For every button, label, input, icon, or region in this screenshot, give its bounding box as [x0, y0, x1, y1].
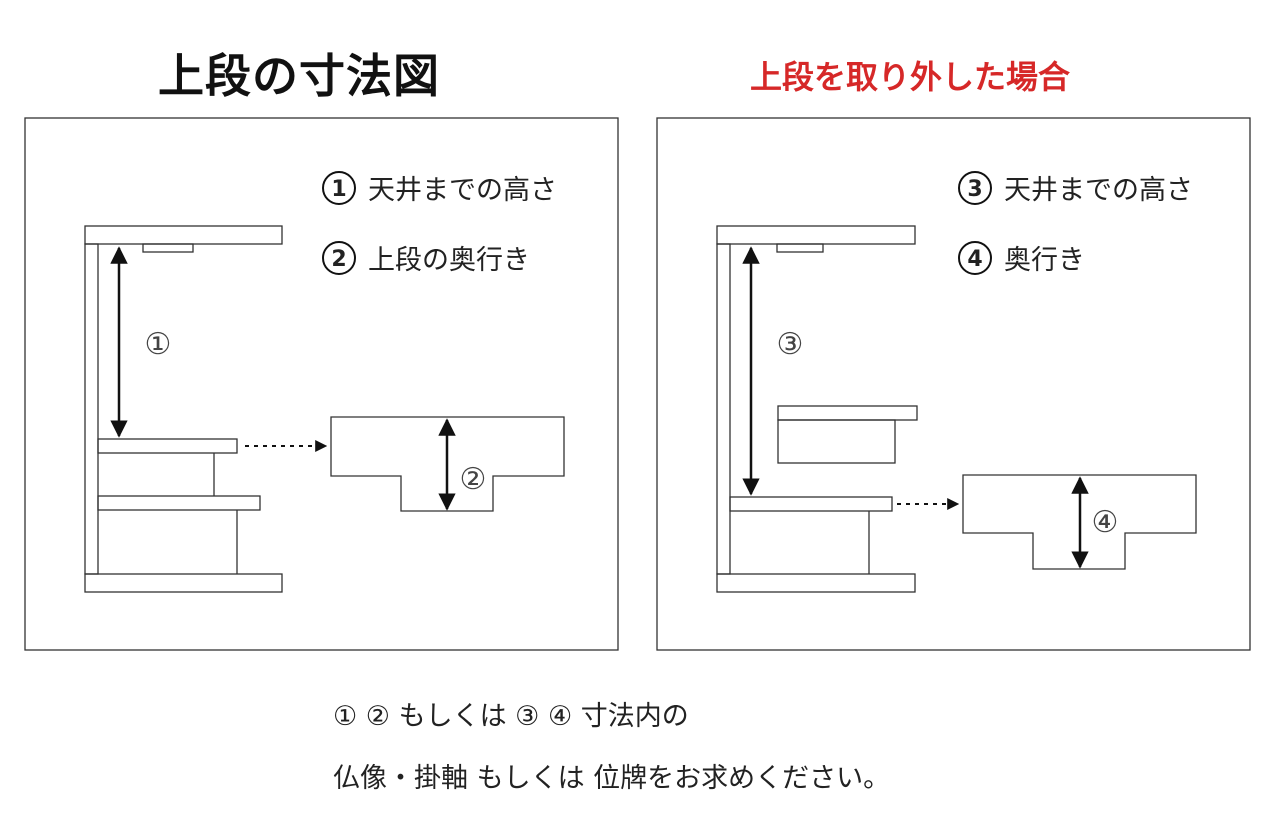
left-depth-marker: ②: [460, 462, 487, 497]
left-legend-number: 1: [322, 170, 356, 205]
right-bottom-base: [716, 573, 916, 593]
left-middle-step: [97, 495, 261, 511]
right-panel-frame: [656, 117, 1251, 651]
right-top-shelf: [716, 225, 916, 245]
left-ceiling-light: [142, 243, 194, 253]
left-legend-item-1: 1 天井までの高さ: [322, 168, 557, 207]
right-middle-step: [729, 496, 893, 512]
left-legend-item-2: 2 上段の奥行き: [322, 238, 530, 277]
right-legend-number: 3: [958, 170, 992, 205]
right-panel-title: 上段を取り外した場合: [750, 58, 1071, 96]
right-height-marker: ③: [777, 327, 804, 362]
left-height-marker: ①: [145, 327, 172, 362]
right-legend-number: 4: [958, 240, 992, 275]
right-side-wall: [716, 243, 731, 575]
left-bottom-base: [84, 573, 283, 593]
left-legend-text: 天井までの高さ: [368, 175, 557, 206]
right-legend-item-4: 4 奥行き: [958, 238, 1085, 277]
right-legend-text: 天井までの高さ: [1004, 175, 1193, 206]
right-depth-marker: ④: [1092, 505, 1119, 540]
right-legend-item-3: 3 天井までの高さ: [958, 168, 1193, 207]
left-panel-frame: [24, 117, 619, 651]
left-legend-number: 2: [322, 240, 356, 275]
left-step-profile: [330, 416, 565, 512]
left-side-wall: [84, 243, 99, 575]
right-legend-text: 奥行き: [1004, 245, 1085, 276]
left-upper-step: [97, 438, 238, 454]
right-panel: [656, 117, 1251, 651]
right-removed-step-body: [777, 419, 896, 464]
left-legend-text: 上段の奥行き: [368, 245, 530, 276]
right-ceiling-light: [776, 243, 824, 253]
left-panel: [24, 117, 619, 651]
left-panel-title: 上段の寸法図: [158, 49, 440, 103]
footer-line-1: ① ② もしくは ③ ④ 寸法内の: [333, 701, 689, 732]
right-removed-step-top: [777, 405, 918, 421]
left-top-shelf: [84, 225, 283, 245]
footer-line-2: 仏像・掛軸 もしくは 位牌をお求めください。: [333, 763, 891, 794]
right-step-profile: [962, 474, 1197, 570]
